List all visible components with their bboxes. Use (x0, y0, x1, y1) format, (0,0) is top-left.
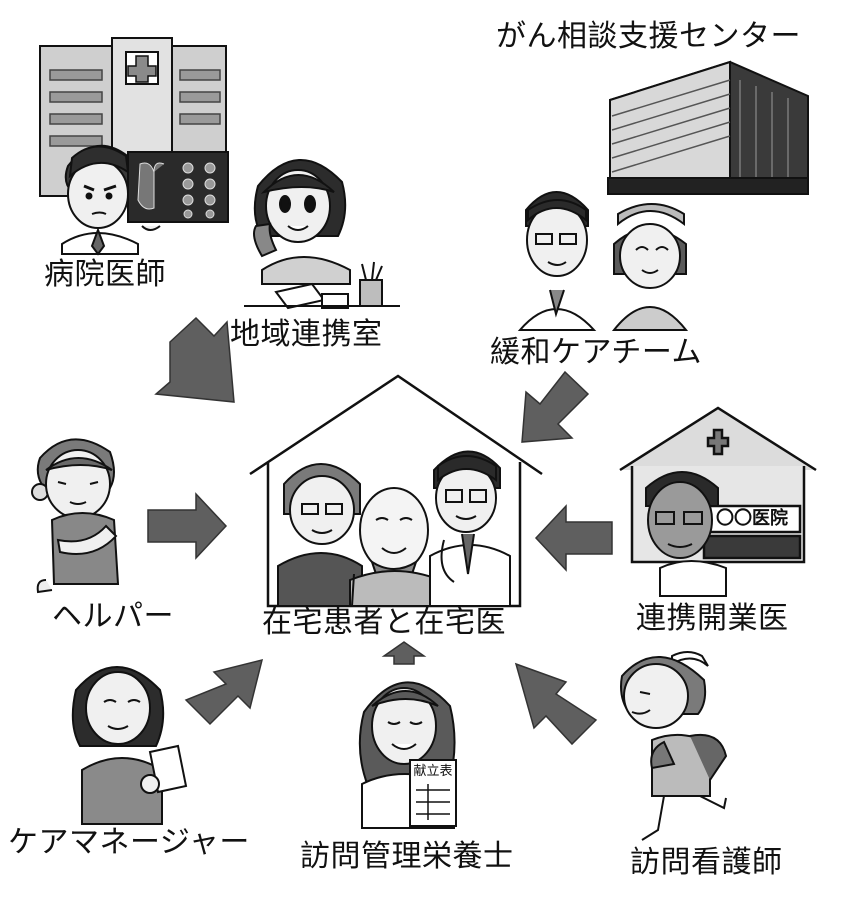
arrows (147, 316, 613, 746)
palliative-doctor-figure (517, 191, 597, 331)
home-doctor-figure (429, 450, 511, 607)
label-visiting-nurse: 訪問看護師 (630, 845, 783, 880)
elderly-patient-figure (349, 487, 441, 607)
dietitian-figure (358, 681, 457, 829)
menu-card-title: 献立表 (413, 764, 453, 779)
arrow-palliative-to-home (521, 370, 590, 443)
label-care-manager: ケアマネージャー (8, 825, 250, 860)
label-cancer-center: がん相談支援センター (496, 19, 801, 54)
arrow-clinic-to-home (534, 504, 613, 572)
visiting-nurse-figure (620, 651, 728, 841)
label-clinic-doctor: 連携開業医 (636, 601, 789, 636)
arrow-hospital-to-home (154, 316, 235, 403)
cancer-center-building (607, 60, 809, 195)
family-member-figure (277, 463, 363, 607)
helper-figure (31, 438, 120, 594)
hospital-doctor-figure (61, 144, 139, 256)
palliative-nurse-figure (611, 203, 689, 331)
xray-board (127, 151, 229, 231)
arrow-helper-to-home (147, 492, 228, 560)
label-helper: ヘルパー (52, 599, 174, 634)
label-dietitian: 訪問管理栄養士 (300, 839, 514, 874)
label-home-patient: 在宅患者と在宅医 (262, 605, 506, 640)
label-regional-liaison: 地域連携室 (230, 317, 383, 352)
label-hospital-doctor: 病院医師 (44, 257, 166, 292)
liaison-staff-figure (244, 159, 400, 310)
arrow-nurse-to-home (514, 662, 598, 746)
care-manager-figure (71, 666, 188, 825)
arrow-caremanager-to-home (184, 658, 264, 726)
clinic-doctor-figure (645, 471, 727, 597)
arrow-dietitian-to-home (381, 641, 427, 665)
clinic-signboard: 〇〇医院 (716, 508, 788, 529)
label-palliative-team: 緩和ケアチーム (490, 335, 702, 370)
